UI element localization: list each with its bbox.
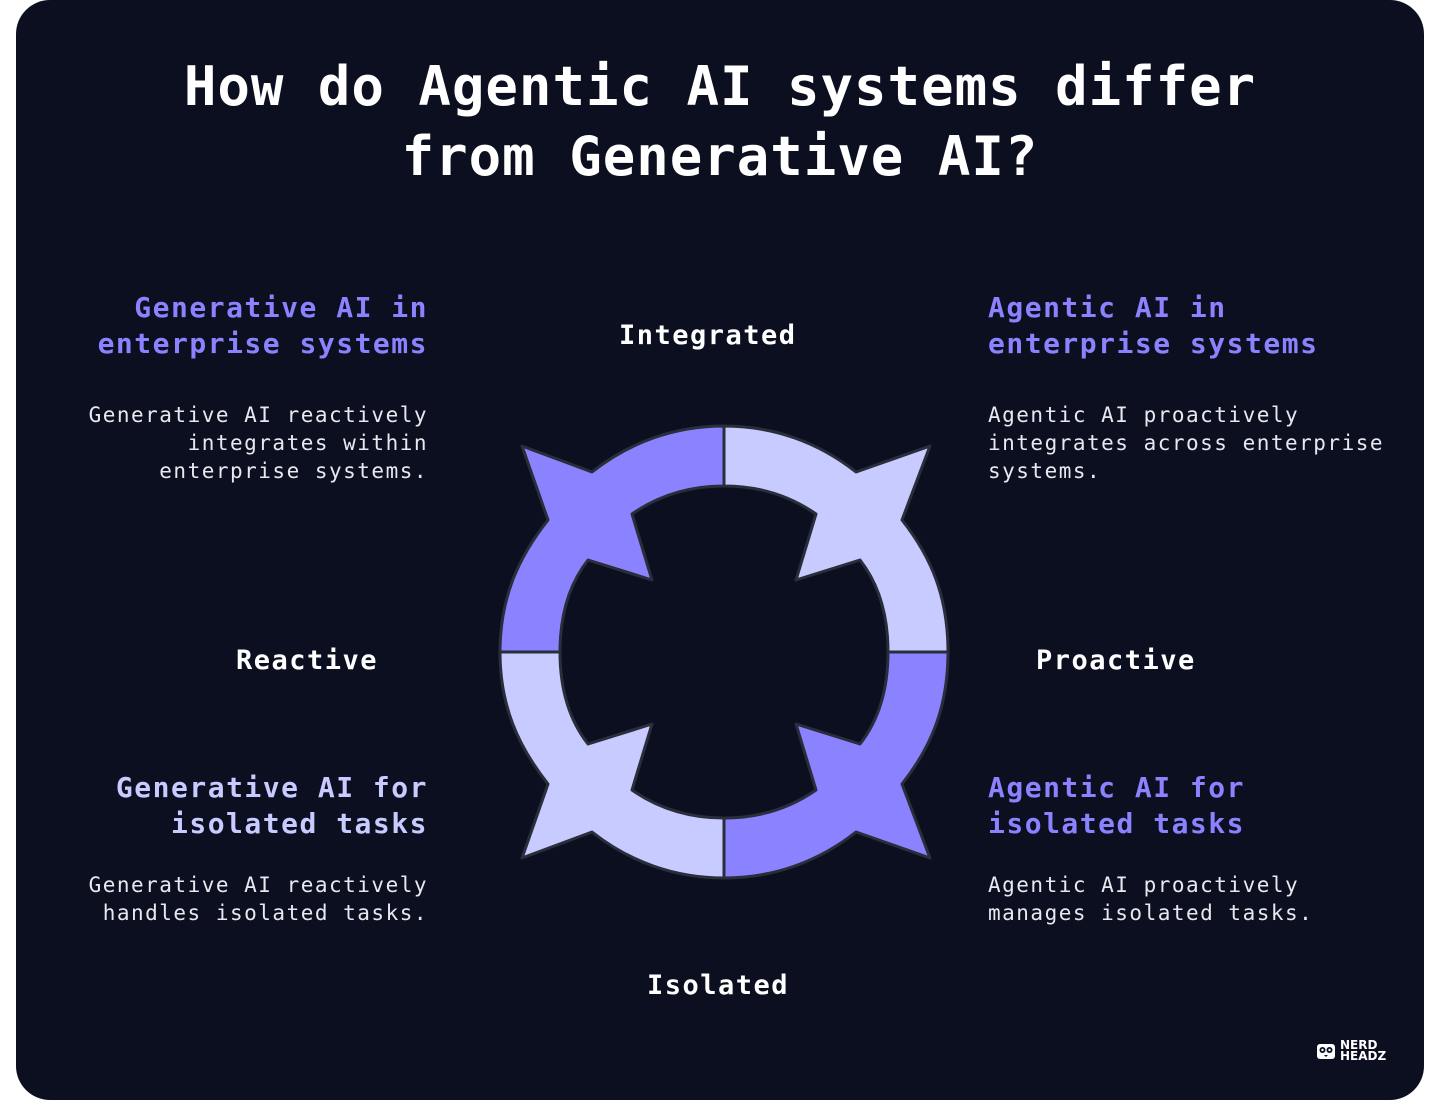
cycle-arrow-top-left [498, 424, 726, 654]
heading-line: enterprise systems [97, 327, 428, 360]
title-line-2: from Generative AI? [401, 125, 1039, 188]
heading-line: Generative AI for [115, 771, 428, 804]
body-line: handles isolated tasks. [102, 901, 428, 925]
quadrant-bottom-left-body: Generative AI reactively handles isolate… [89, 871, 428, 927]
title-line-1: How do Agentic AI systems differ [183, 55, 1257, 118]
heading-line: isolated tasks [988, 807, 1246, 840]
infographic-card: How do Agentic AI systems differ from Ge… [16, 0, 1424, 1100]
axis-label-bottom: Isolated [647, 970, 790, 1001]
heading-line: isolated tasks [170, 807, 428, 840]
body-line: Agentic AI proactively [988, 403, 1300, 427]
heading-line: Generative AI in [134, 291, 428, 324]
heading-line: Agentic AI in [988, 291, 1227, 324]
cycle-arrow-bottom-left [498, 650, 726, 880]
logo-line-2: HEADZ [1340, 1049, 1387, 1063]
axis-label-right: Proactive [1036, 645, 1196, 676]
body-line: Agentic AI proactively [988, 873, 1300, 897]
quadrant-bottom-right-body: Agentic AI proactively manages isolated … [988, 871, 1313, 927]
owl-icon [1317, 1044, 1335, 1059]
nerdheadz-logo: NERD HEADZ [1316, 1038, 1387, 1063]
quadrant-top-right-body: Agentic AI proactively integrates across… [988, 401, 1384, 485]
body-line: enterprise systems. [159, 459, 428, 483]
axis-label-left: Reactive [236, 645, 379, 676]
quadrant-top-right-heading: Agentic AI in enterprise systems [988, 290, 1318, 362]
quadrant-bottom-right-heading: Agentic AI for isolated tasks [988, 770, 1245, 842]
quadrant-top-left-body: Generative AI reactively integrates with… [89, 401, 428, 485]
page-title: How do Agentic AI systems differ from Ge… [16, 52, 1424, 192]
heading-line: enterprise systems [988, 327, 1319, 360]
cycle-diagram [498, 424, 950, 880]
body-line: manages isolated tasks. [988, 901, 1314, 925]
cycle-arrow-bottom-right [722, 650, 950, 880]
body-line: integrates within [187, 431, 428, 455]
quadrant-bottom-left-heading: Generative AI for isolated tasks [116, 770, 428, 842]
logo-line-1: NERD [1340, 1038, 1378, 1052]
body-line: systems. [988, 459, 1102, 483]
body-line: Generative AI reactively [88, 873, 428, 897]
body-line: integrates across enterprise [988, 431, 1385, 455]
quadrant-top-left-heading: Generative AI in enterprise systems [98, 290, 428, 362]
axis-label-top: Integrated [619, 320, 797, 351]
body-line: Generative AI reactively [88, 403, 428, 427]
cycle-arrow-top-right [722, 424, 950, 654]
logo-wordmark: NERD HEADZ [1340, 1038, 1387, 1063]
heading-line: Agentic AI for [988, 771, 1246, 804]
